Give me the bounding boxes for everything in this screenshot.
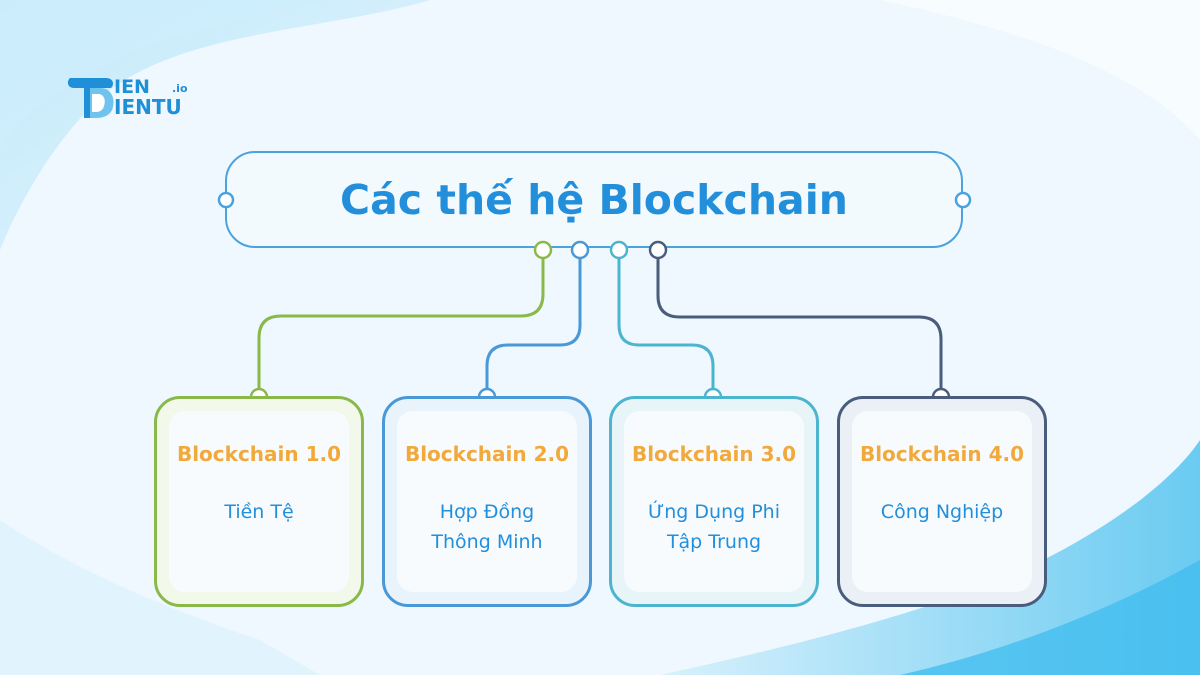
generation-description: Công Nghiệp	[880, 501, 1004, 523]
connector-line-3	[617, 258, 715, 389]
card-panel	[852, 411, 1032, 592]
generation-title: Blockchain 1.0	[176, 442, 342, 466]
title-node-3	[609, 240, 629, 260]
generation-card-1: Blockchain 1.0 Tiền Tệ	[154, 396, 364, 607]
title-node-left	[217, 191, 235, 209]
generation-card-4: Blockchain 4.0 Công Nghiệp	[837, 396, 1047, 607]
generation-card-3: Blockchain 3.0 Ứng Dụng Phi Tập Trung	[609, 396, 819, 607]
title-frame	[225, 151, 963, 248]
generation-card-2: Blockchain 2.0 Hợp Đồng Thông Minh	[382, 396, 592, 607]
logo-mark-icon	[67, 78, 114, 118]
generation-description: Hợp Đồng Thông Minh	[431, 501, 543, 553]
card-panel	[169, 411, 349, 592]
connector-line-1	[257, 258, 545, 389]
title-node-right	[954, 191, 972, 209]
connector-line-4	[656, 258, 943, 389]
logo-text-top: IEN	[114, 76, 150, 98]
card-panel	[397, 411, 577, 592]
logo-text-suffix: .io	[172, 82, 188, 95]
title-node-4	[648, 240, 668, 260]
generation-title: Blockchain 4.0	[859, 442, 1025, 466]
logo-text-bottom: IENTU	[114, 95, 182, 119]
diagram-title: Các thế hệ Blockchain	[340, 175, 848, 224]
generation-description: Ứng Dụng Phi Tập Trung	[647, 501, 781, 553]
connector-line-2	[485, 258, 582, 389]
title-node-2	[570, 240, 590, 260]
generation-description: Tiền Tệ	[224, 501, 294, 523]
card-panel	[624, 411, 804, 592]
generation-title: Blockchain 2.0	[404, 442, 570, 466]
title-node-1	[533, 240, 553, 260]
generation-title: Blockchain 3.0	[631, 442, 797, 466]
brand-logo[interactable]: IEN .io IENTU	[66, 72, 216, 124]
